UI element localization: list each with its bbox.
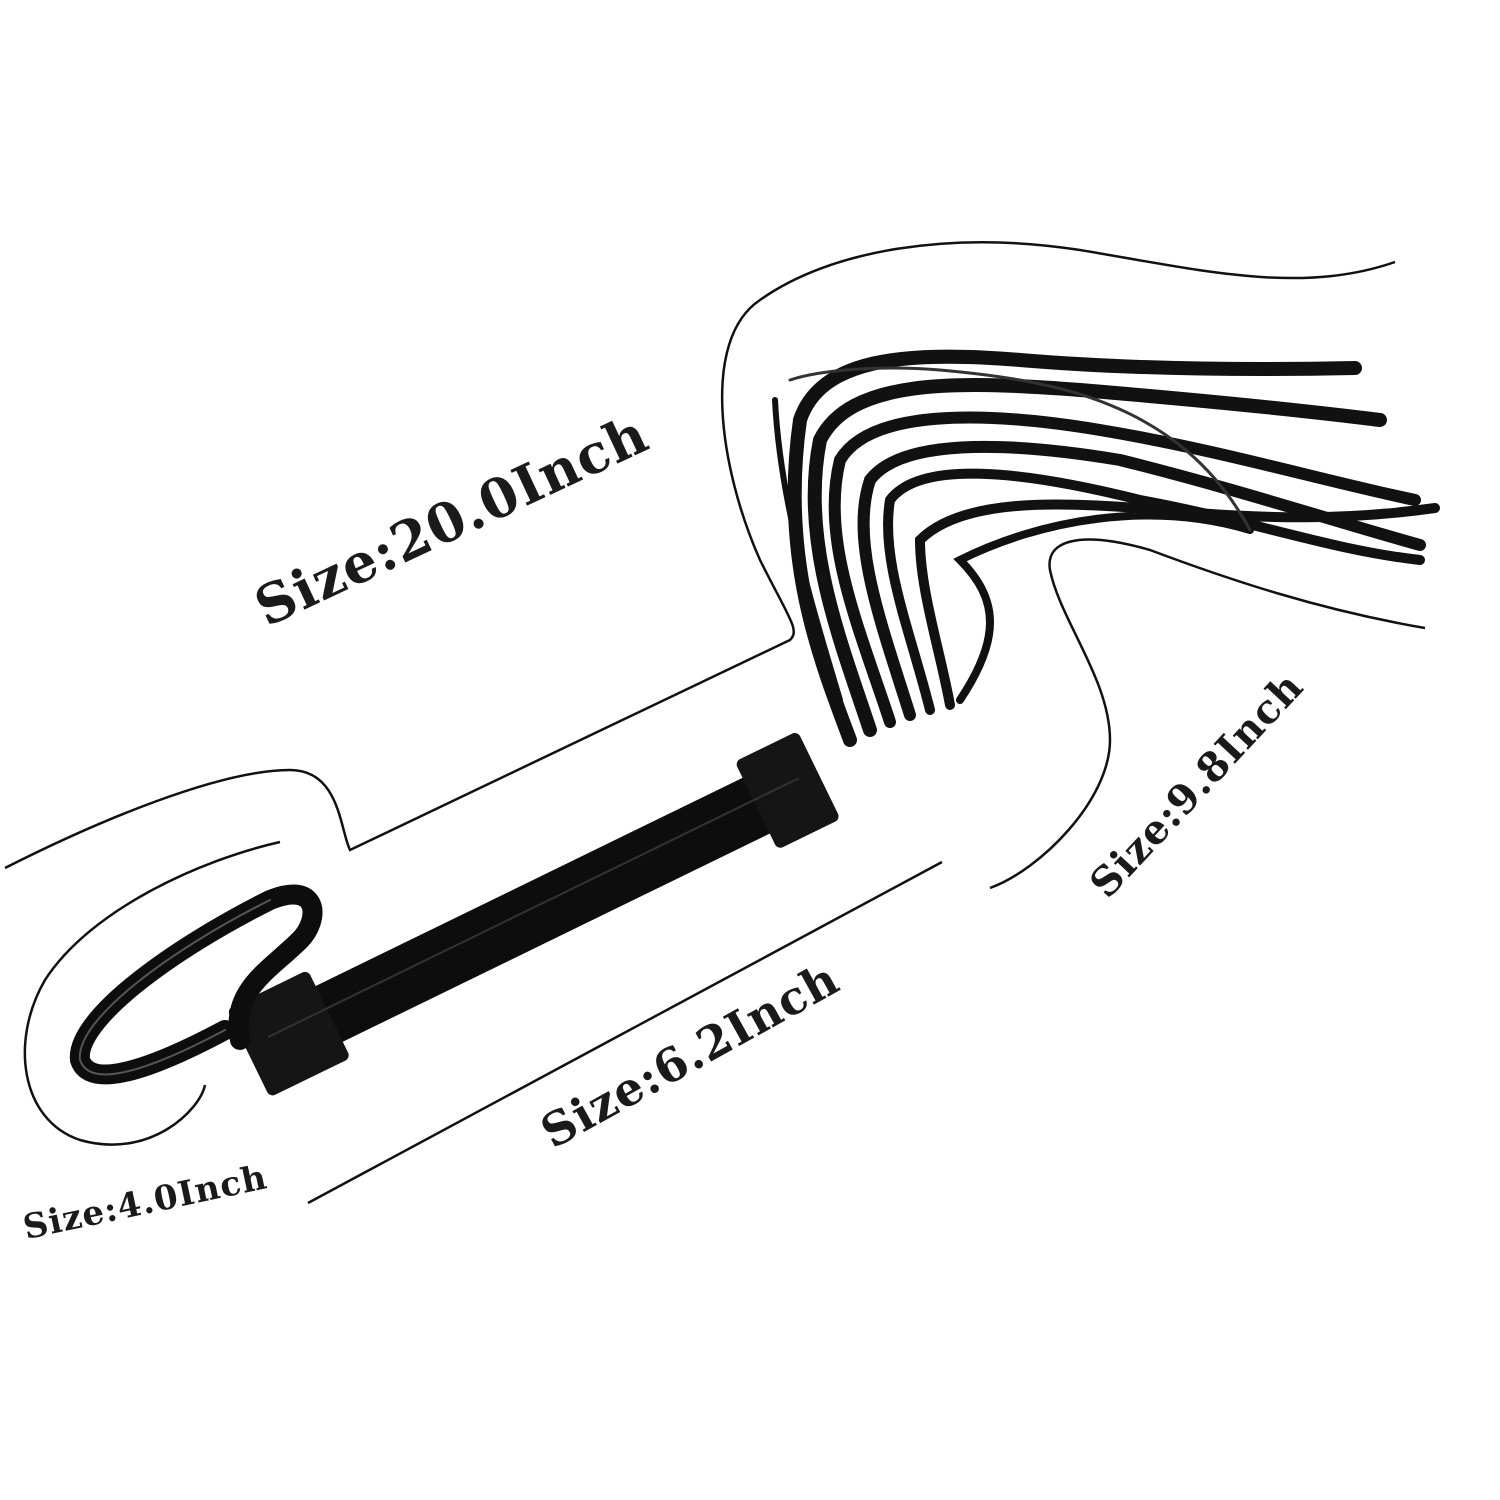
dimension-outlines [4, 241, 1426, 1205]
loop-length-outline [23, 840, 281, 1146]
wrist-loop [69, 884, 323, 1085]
whip-tassel [772, 349, 1440, 747]
handle-length-line [307, 860, 943, 1205]
bottom-collar [228, 971, 349, 1096]
tassel-length-outline [989, 538, 1426, 890]
top-collar [736, 732, 839, 848]
total-length-outline [4, 241, 1396, 870]
whip-handle [228, 732, 839, 1096]
